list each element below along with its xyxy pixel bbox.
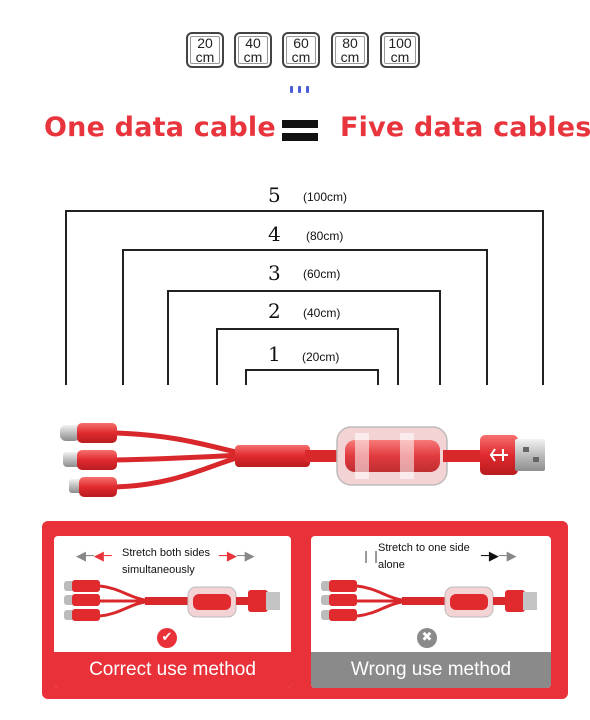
badge-unit: cm [340,49,360,65]
cable-stretched-icon [64,580,280,621]
length-badge-80: 80 cm [331,32,369,68]
level-5-length: (100cm) [303,190,348,204]
cross-icon: ✖ [417,628,437,648]
badge-number: 100 [388,35,412,51]
level-1-number: 1 [268,342,281,366]
headline-left: One data cable [44,112,276,143]
cable-one-side-icon [321,580,537,621]
badge-unit: cm [291,49,311,65]
right-arrows-icon: ─▶─▶ [219,549,255,564]
level-1-length: (20cm) [302,350,340,364]
cable-illustration [60,423,545,497]
badge-unit: cm [195,49,215,65]
length-badge-100: 100 cm [380,32,420,68]
length-badge-20: 20 cm [186,32,224,68]
wrong-use-card: ❙❙ Stretch to one side alone ─▶─▶ ✖ Wron… [311,536,551,688]
correct-use-card: ◀─◀─ Stretch both sides simultaneously ─… [54,536,291,688]
wrong-use-label: Wrong use method [311,652,551,688]
check-icon: ✔ [157,628,177,648]
ellipsis-dots [290,78,320,93]
level-2-number: 2 [268,299,281,323]
headline-right: Five data cables [340,112,590,143]
level-2-length: (40cm) [303,306,341,320]
bracket-level-5 [65,210,544,385]
level-3-length: (60cm) [303,267,341,281]
correct-use-label: Correct use method [54,652,291,688]
badge-unit: cm [243,49,263,65]
level-3-number: 3 [268,261,281,285]
badge-number: 60 [293,35,309,51]
bracket-level-2 [216,328,399,385]
pause-icon: ❙❙ [361,549,382,563]
badge-number: 40 [245,35,261,51]
length-badge-40: 40 cm [234,32,272,68]
correct-use-note: Stretch both sides simultaneously [122,547,211,576]
bracket-level-4 [122,249,488,385]
wrong-use-note: Stretch to one side alone [378,542,470,571]
badge-unit: cm [390,49,410,65]
right-arrows-icon: ─▶─▶ [481,549,517,564]
badge-number: 80 [342,35,358,51]
bracket-level-1 [245,369,379,385]
length-badge-60: 60 cm [282,32,320,68]
level-4-length: (80cm) [306,229,344,243]
bracket-level-3 [167,290,441,385]
left-arrows-icon: ◀─◀─ [76,549,112,564]
level-4-number: 4 [268,222,281,246]
equals-icon [282,118,318,142]
badge-number: 20 [197,35,213,51]
level-5-number: 5 [268,183,281,207]
